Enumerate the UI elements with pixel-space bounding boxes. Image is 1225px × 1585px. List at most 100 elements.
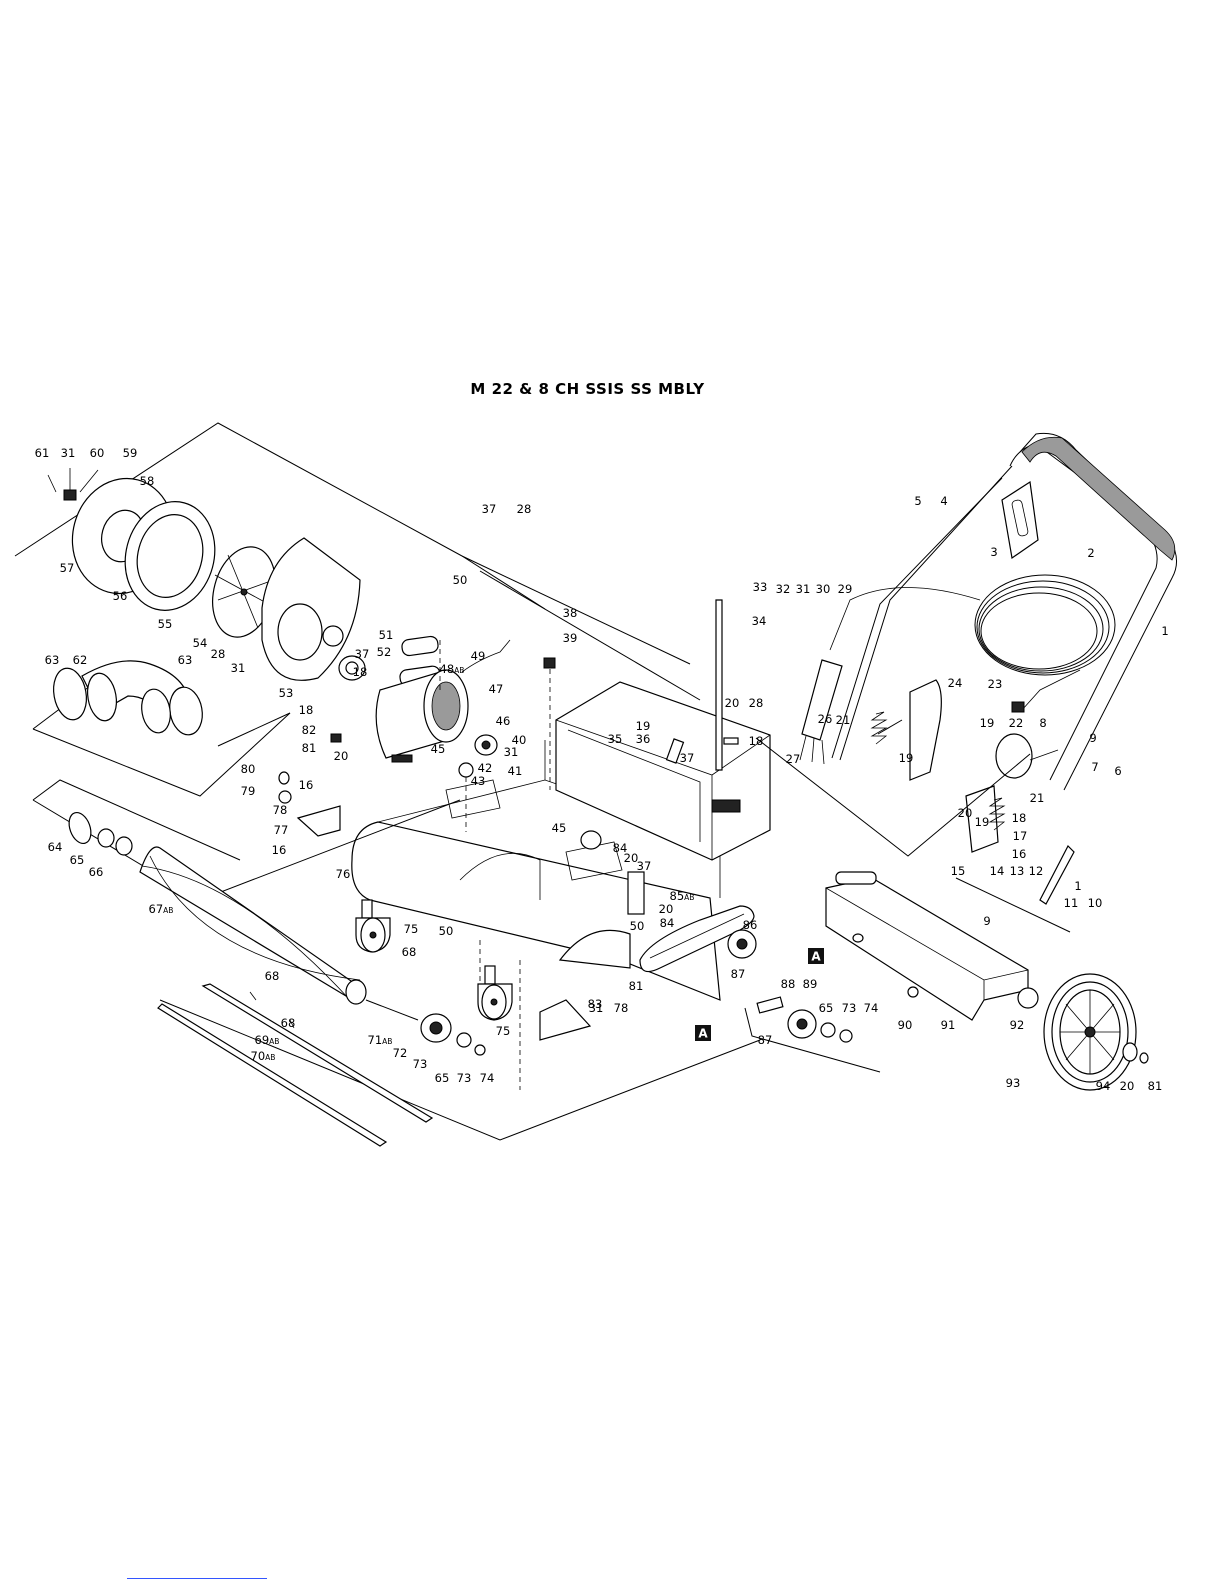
- part-callout: 37: [355, 647, 370, 661]
- part-callout: 27: [786, 752, 801, 766]
- footer-rule: [127, 1578, 267, 1579]
- part-callout: 2: [1087, 546, 1094, 560]
- part-callout: 47: [489, 682, 504, 696]
- part-callout: 36: [636, 732, 651, 746]
- part-callout: 45: [431, 742, 446, 756]
- blower-group: [14, 422, 463, 797]
- part-callout: 9: [1089, 731, 1096, 745]
- part-callout: 17: [1013, 829, 1028, 843]
- axle-wheel-group: [825, 871, 1149, 1091]
- part-callout: 72: [393, 1046, 408, 1060]
- part-callout: 13: [1010, 864, 1025, 878]
- part-callout: 26: [818, 712, 833, 726]
- part-callout: 74: [480, 1071, 495, 1085]
- part-callout: 48AB: [440, 662, 465, 676]
- part-callout: 45: [552, 821, 567, 835]
- part-callout: 19: [899, 751, 914, 765]
- part-callout: 76: [336, 867, 351, 881]
- part-callout: 10: [1088, 896, 1103, 910]
- part-callout: 8: [1039, 716, 1046, 730]
- reference-marker-label: A: [811, 950, 821, 964]
- part-callout: 54: [193, 636, 208, 650]
- part-callout: 73: [457, 1071, 472, 1085]
- part-callout: 86: [743, 918, 758, 932]
- part-callout: 81: [1148, 1079, 1163, 1093]
- part-callout: 6: [1114, 764, 1121, 778]
- part-callout: 71AB: [368, 1033, 393, 1047]
- part-callout: 67AB: [149, 902, 174, 916]
- part-callout: 81: [629, 979, 644, 993]
- part-callout: 31: [231, 661, 246, 675]
- part-callout: 49: [471, 649, 486, 663]
- part-callout: 43: [471, 774, 486, 788]
- reference-marker: A: [695, 1025, 711, 1041]
- part-callout: 85AB: [670, 889, 695, 903]
- part-callout: 82: [302, 723, 317, 737]
- part-callout: 75: [404, 922, 419, 936]
- part-callout: 28: [749, 696, 764, 710]
- part-callout: 16: [299, 778, 314, 792]
- part-callout: 77: [274, 823, 289, 837]
- part-callout: 28: [211, 647, 226, 661]
- reference-marker: A: [808, 948, 824, 964]
- part-callout: 68: [281, 1016, 296, 1030]
- part-callout: 91: [941, 1018, 956, 1032]
- part-callout: 81: [302, 741, 317, 755]
- part-callout: 64: [48, 840, 63, 854]
- part-callout: 18: [299, 703, 314, 717]
- part-callout: 78: [273, 803, 288, 817]
- part-callout: 68: [265, 969, 280, 983]
- part-callout: 20: [725, 696, 740, 710]
- marker-layer: AA: [695, 948, 824, 1041]
- part-callout: 63: [45, 653, 60, 667]
- caster-left: [355, 899, 391, 953]
- part-callout: 21: [836, 713, 851, 727]
- part-callout: 94: [1096, 1079, 1111, 1093]
- part-callout: 52: [377, 645, 392, 659]
- part-callout: 35: [608, 732, 623, 746]
- part-callout: 38: [563, 606, 578, 620]
- part-callout: 23: [988, 677, 1003, 691]
- part-callout: 32: [776, 582, 791, 596]
- part-callout: 73: [413, 1057, 428, 1071]
- part-callout: 68: [402, 945, 417, 959]
- part-callout: 14: [990, 864, 1005, 878]
- part-callout: 22: [1009, 716, 1024, 730]
- part-callout: 20: [659, 902, 674, 916]
- part-callout: 74: [864, 1001, 879, 1015]
- part-callout: 16: [272, 843, 287, 857]
- part-callout: 28: [517, 502, 532, 516]
- part-callout: 93: [1006, 1076, 1021, 1090]
- part-callout: 70AB: [251, 1049, 276, 1063]
- part-callout: 12: [1029, 864, 1044, 878]
- part-callout: 90: [898, 1018, 913, 1032]
- part-callout: 37: [482, 502, 497, 516]
- part-callout: 50: [630, 919, 645, 933]
- caster-right: [477, 965, 513, 1021]
- part-callout: 40: [512, 733, 527, 747]
- part-callout: 92: [1010, 1018, 1025, 1032]
- part-callout: 65: [819, 1001, 834, 1015]
- part-callout: 78: [614, 1001, 629, 1015]
- part-callout: 56: [113, 589, 128, 603]
- part-callout: 58: [140, 474, 155, 488]
- part-callout: 37: [680, 751, 695, 765]
- part-callout: 21: [1030, 791, 1045, 805]
- part-callout: 66: [89, 865, 104, 879]
- part-callout: 62: [73, 653, 88, 667]
- part-callout: 24: [948, 676, 963, 690]
- part-callout: 1: [1074, 879, 1081, 893]
- part-callout: 65: [70, 853, 85, 867]
- part-callout: 75: [496, 1024, 511, 1038]
- part-callout: 84: [613, 841, 628, 855]
- part-callout: 88: [781, 977, 796, 991]
- motor-group: [338, 555, 701, 832]
- part-callout: 19: [975, 815, 990, 829]
- part-callout: 53: [279, 686, 294, 700]
- part-callout: 79: [241, 784, 256, 798]
- part-callout: 39: [563, 631, 578, 645]
- part-callout: 4: [940, 494, 947, 508]
- part-callout: 11: [1064, 896, 1079, 910]
